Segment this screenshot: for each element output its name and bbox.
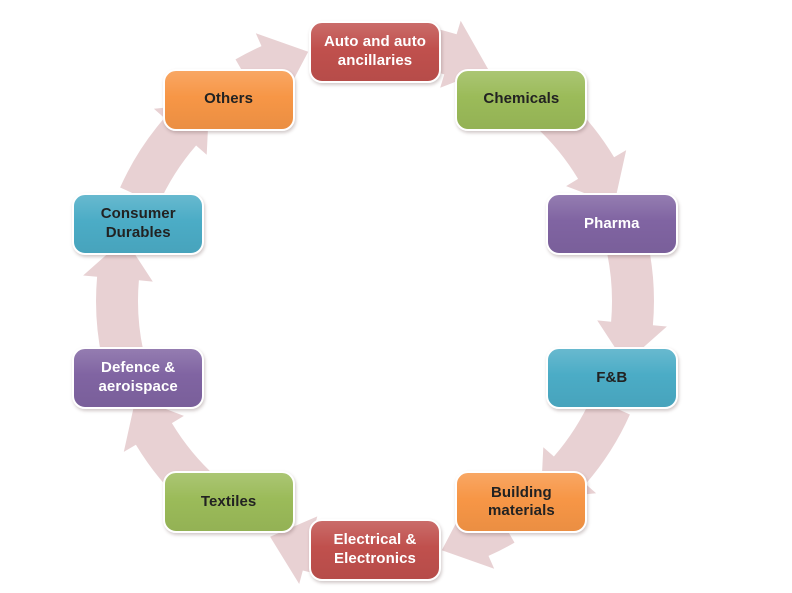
cycle-node-label-building-materials: Building materials: [488, 483, 555, 520]
cycle-node-label-pharma: Pharma: [583, 214, 640, 232]
cycle-node-chemicals: Chemicals: [455, 68, 588, 131]
cycle-node-electrical-electronics: Electrical & Electronics: [309, 519, 441, 581]
cycle-node-label-textiles: Textiles: [200, 493, 257, 511]
cycle-node-textiles: Textiles: [162, 471, 295, 534]
cycle-arrow-segment: [83, 238, 153, 359]
cycle-node-label-chemicals: Chemicals: [483, 90, 560, 108]
cycle-node-consumer-durables: Consumer Durables: [72, 193, 205, 256]
cycle-node-label-others: Others: [204, 90, 254, 108]
cycle-node-label-electrical-electronics: Electrical & Electronics: [333, 531, 417, 567]
cycle-node-pharma: Pharma: [545, 193, 678, 256]
cycle-node-label-defence-aeroispace: Defence & aeroispace: [98, 359, 178, 395]
cycle-node-label-auto-and-auto-ancillaries: Auto and auto ancillaries: [323, 33, 427, 69]
cycle-node-f-b: F&B: [545, 346, 678, 409]
cycle-node-others: Others: [162, 68, 295, 131]
cycle-arrow-segment: [597, 243, 667, 364]
cycle-node-label-f-b: F&B: [596, 368, 628, 386]
cycle-node-auto-and-auto-ancillaries: Auto and auto ancillaries: [309, 21, 441, 83]
cycle-node-building-materials: Building materials: [455, 471, 588, 534]
cycle-node-defence-aeroispace: Defence & aeroispace: [72, 346, 205, 409]
cycle-node-label-consumer-durables: Consumer Durables: [100, 205, 176, 242]
